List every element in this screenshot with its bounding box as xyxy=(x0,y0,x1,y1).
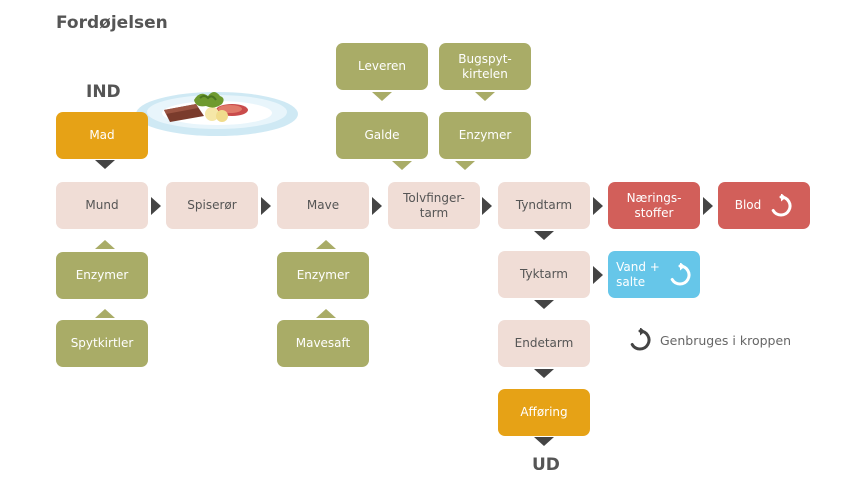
node-enzymer-bug: Enzymer xyxy=(439,112,531,159)
node-leveren: Leveren xyxy=(336,43,428,90)
arrow-up xyxy=(95,240,115,249)
node-blod: Blod xyxy=(718,182,810,229)
node-mave: Mave xyxy=(277,182,369,229)
node-enzymer-mund: Enzymer xyxy=(56,252,148,299)
node-mad: Mad xyxy=(56,112,148,159)
arrow-right xyxy=(703,197,713,215)
node-endetarm: Endetarm xyxy=(498,320,590,367)
node-mavesaft: Mavesaft xyxy=(277,320,369,367)
recycle-icon xyxy=(670,262,691,285)
page-title: Fordøjelsen xyxy=(56,13,168,33)
arrow-right xyxy=(593,197,603,215)
node-blod-label: Blod xyxy=(734,198,762,212)
arrow-down xyxy=(372,92,392,101)
node-vand-salte-label: Vand + salte xyxy=(616,259,660,289)
arrow-down xyxy=(534,369,554,378)
recycle-icon xyxy=(771,193,792,216)
node-affoering: Afføring xyxy=(498,389,590,436)
node-tolvfingertarm: Tolvfinger- tarm xyxy=(388,182,480,229)
arrow-down xyxy=(534,231,554,240)
node-mund: Mund xyxy=(56,182,148,229)
out-label: UD xyxy=(532,455,560,475)
arrow-up xyxy=(316,309,336,318)
arrow-down xyxy=(475,92,495,101)
in-label: IND xyxy=(86,82,121,102)
arrow-down xyxy=(534,300,554,309)
arrow-down xyxy=(455,161,475,170)
node-bugspytkirtelen: Bugspyt- kirtelen xyxy=(439,43,531,90)
arrow-down xyxy=(95,160,115,169)
arrow-right xyxy=(151,197,161,215)
legend: Genbruges i kroppen xyxy=(628,328,791,352)
node-galde: Galde xyxy=(336,112,428,159)
arrow-up xyxy=(316,240,336,249)
arrow-right xyxy=(482,197,492,215)
legend-label: Genbruges i kroppen xyxy=(660,332,792,348)
node-vand-salte: Vand + salte xyxy=(608,251,700,298)
recycle-icon xyxy=(630,328,651,351)
node-spytkirtler: Spytkirtler xyxy=(56,320,148,367)
node-enzymer-mave: Enzymer xyxy=(277,252,369,299)
arrow-right xyxy=(261,197,271,215)
arrow-down xyxy=(392,161,412,170)
food-plate-illustration xyxy=(136,92,298,136)
node-tyndtarm: Tyndtarm xyxy=(498,182,590,229)
arrow-down xyxy=(534,437,554,446)
arrow-up xyxy=(95,309,115,318)
arrow-right xyxy=(593,266,603,284)
node-naeringsstoffer: Nærings- stoffer xyxy=(608,182,700,229)
arrow-right xyxy=(372,197,382,215)
node-spiseroer: Spiserør xyxy=(166,182,258,229)
node-tyktarm: Tyktarm xyxy=(498,251,590,298)
